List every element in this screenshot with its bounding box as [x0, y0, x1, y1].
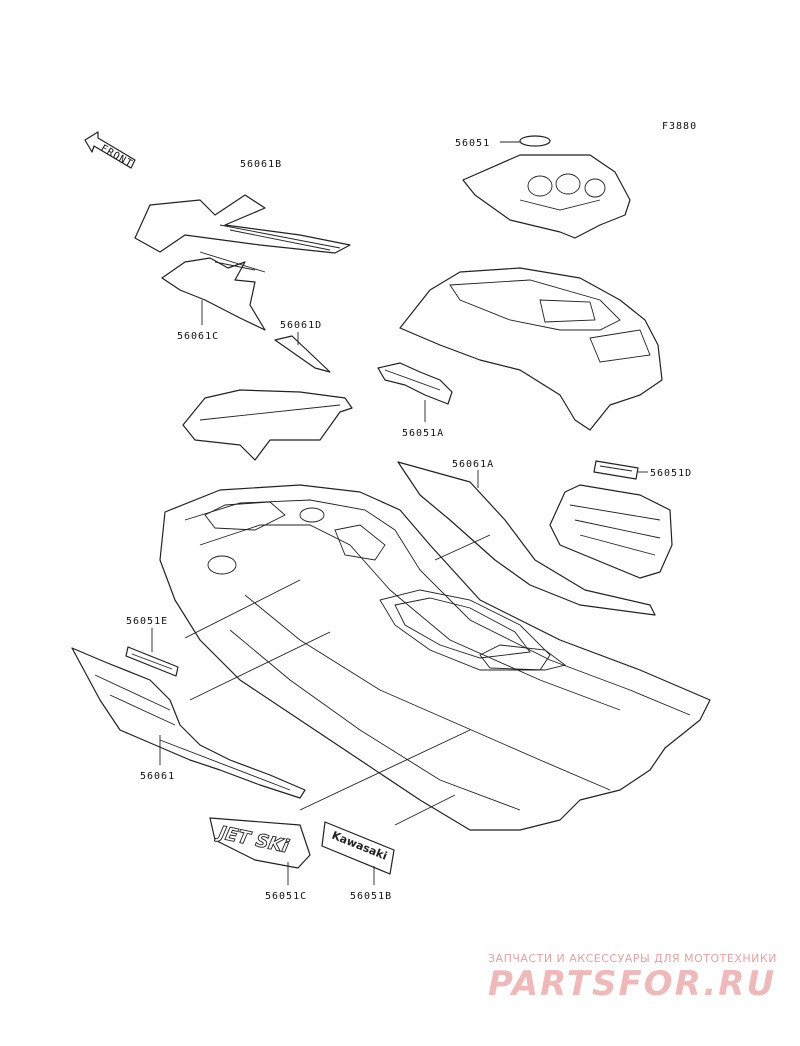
instrument-panel	[462, 154, 631, 239]
decal-56051D	[593, 460, 639, 480]
callout-56051E: 56051E	[126, 616, 168, 627]
callout-56051C: 56051C	[265, 891, 307, 902]
callout-56061D: 56061D	[280, 320, 322, 331]
callout-56061: 56061	[140, 771, 175, 782]
decal-56051A	[377, 362, 453, 405]
decal-56051B: Kawasaki	[321, 821, 395, 875]
watermark: ЗАПЧАСТИ И АКСЕССУАРЫ ДЛЯ МОТОТЕХНИКИ PA…	[488, 952, 777, 1004]
callout-56051B: 56051B	[350, 891, 392, 902]
hood-cover	[182, 389, 353, 461]
watermark-brand: PARTSFOR.RU	[488, 964, 776, 1004]
hull-deck	[159, 484, 711, 831]
decal-56061C	[161, 251, 266, 331]
decal-56061D	[274, 335, 331, 373]
front-label: FRONT	[99, 143, 135, 170]
callout-56051: 56051	[455, 138, 490, 149]
callout-56051D: 56051D	[650, 468, 692, 479]
decal-56061A	[397, 461, 656, 616]
front-arrow-icon: FRONT	[84, 131, 136, 170]
decal-56061B	[134, 194, 351, 254]
decal-56051C: JET SKi	[209, 817, 311, 869]
callout-56061B: 56061B	[240, 159, 282, 170]
callout-56061C: 56061C	[177, 331, 219, 342]
decal-56051	[519, 135, 551, 147]
decal-56061	[71, 647, 306, 799]
watermark-tagline: ЗАПЧАСТИ И АКСЕССУАРЫ ДЛЯ МОТОТЕХНИКИ	[488, 952, 777, 965]
callout-56051A: 56051A	[402, 428, 444, 439]
storage-tray	[549, 484, 673, 579]
upper-deck-shroud	[399, 267, 663, 431]
decal-56051E	[125, 646, 179, 677]
callout-56061A: 56061A	[452, 459, 494, 470]
figure-code: F3880	[662, 121, 697, 132]
